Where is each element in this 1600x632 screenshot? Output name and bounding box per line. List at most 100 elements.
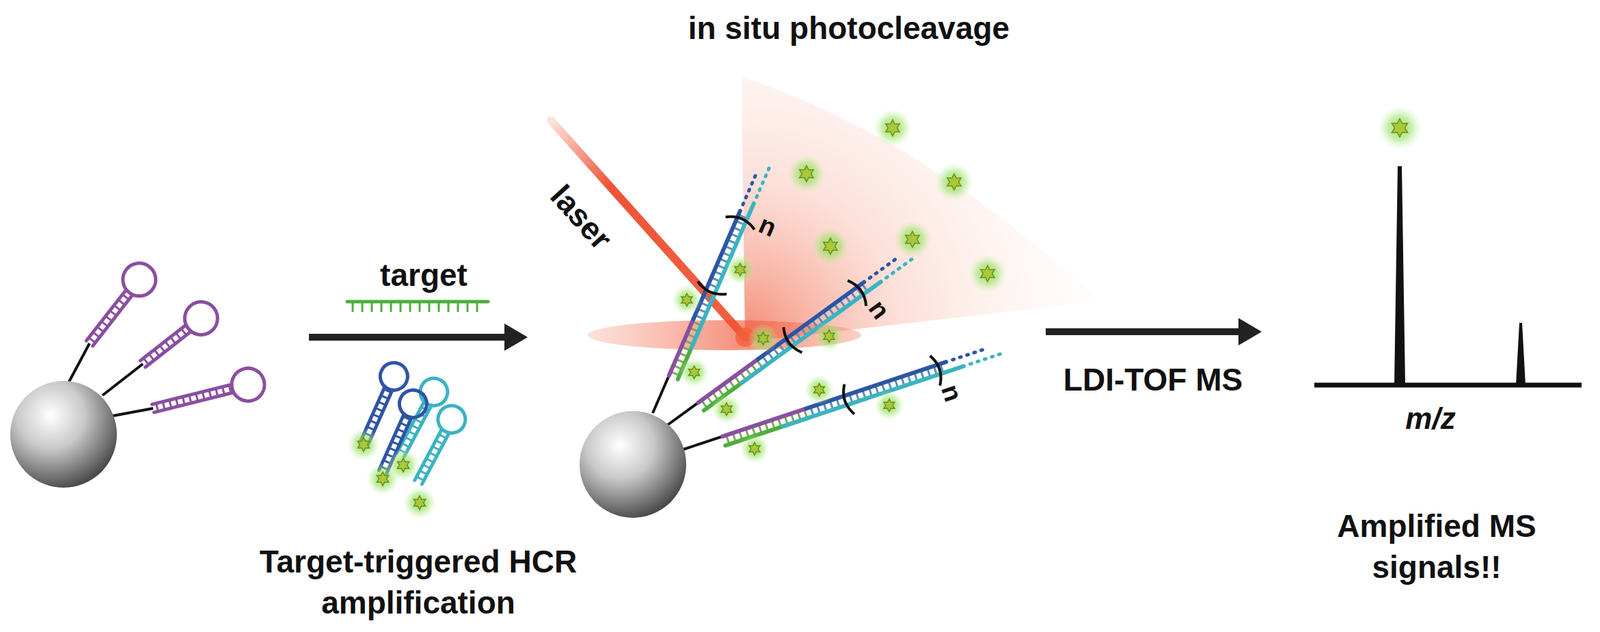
base-pair xyxy=(162,401,165,410)
base-pair xyxy=(209,389,212,398)
capture-hairpin xyxy=(76,256,162,354)
hairpin-loop xyxy=(395,385,432,422)
base-pair xyxy=(182,396,185,405)
target-base xyxy=(399,301,402,312)
base-pair xyxy=(169,399,172,409)
tag-star xyxy=(823,237,838,255)
tag-star xyxy=(357,437,370,452)
tag-star xyxy=(681,293,693,307)
base-pair xyxy=(391,441,400,445)
base-pair xyxy=(375,407,383,411)
fluorescent-tag xyxy=(679,356,710,387)
tag-glow xyxy=(679,356,710,387)
base-pair xyxy=(408,430,417,435)
fluorescent-tag xyxy=(787,154,826,193)
method-label: LDI-TOF MS xyxy=(1063,359,1243,401)
fluorescent-tag xyxy=(386,448,420,482)
base-pair xyxy=(143,358,149,365)
target-base xyxy=(457,301,460,312)
tag-glow xyxy=(403,485,437,519)
tag-star xyxy=(413,495,426,510)
repeat-bracket xyxy=(930,354,945,386)
base-pair xyxy=(401,442,410,447)
step-label: Target-triggered HCR amplification xyxy=(247,541,590,624)
base-pair xyxy=(414,418,423,424)
tag-star xyxy=(397,457,409,472)
target-base xyxy=(390,301,393,312)
tag-glow xyxy=(711,393,742,424)
target-base xyxy=(418,301,422,312)
process-title: in situ photocleavage xyxy=(688,8,1010,50)
base-pair xyxy=(377,401,386,405)
tag-star xyxy=(799,165,814,182)
released-tags xyxy=(787,108,1007,293)
tag-star xyxy=(980,265,995,282)
repeat-count: n xyxy=(932,380,970,406)
tag-glow xyxy=(874,390,905,421)
target-base xyxy=(428,301,431,312)
base-pair xyxy=(405,436,413,441)
result-label: Amplified MS signals!! xyxy=(1306,505,1567,588)
tag-glow xyxy=(1377,105,1422,150)
arrow-head xyxy=(504,323,528,351)
linker xyxy=(102,363,143,396)
tag-glow xyxy=(787,154,826,193)
tag-glow xyxy=(873,108,912,147)
target-base xyxy=(476,301,479,312)
base-pair xyxy=(189,395,192,404)
h2-continuation xyxy=(886,257,914,278)
h1-continuation xyxy=(742,175,756,205)
fluorescent-tag xyxy=(1377,105,1422,150)
base-pair xyxy=(114,304,121,310)
base-pair xyxy=(369,420,378,424)
target-base xyxy=(447,301,450,312)
base-pair xyxy=(397,428,405,432)
base-pair xyxy=(101,321,108,327)
base-pair xyxy=(419,470,428,475)
repeat-bracket xyxy=(725,212,757,230)
repeat-count: n xyxy=(753,207,782,246)
tag-star xyxy=(376,471,389,486)
arrow-shaft xyxy=(308,333,510,341)
stem-strand xyxy=(92,294,133,346)
axis-label: m/z xyxy=(1405,398,1456,438)
fluorescent-tag xyxy=(874,390,905,421)
tag-glow xyxy=(725,254,756,285)
base-pair xyxy=(196,392,199,402)
fluorescent-tag xyxy=(725,254,756,285)
hairpin-loop xyxy=(178,295,225,342)
base-pair xyxy=(380,395,389,399)
h2-continuation xyxy=(756,166,770,197)
tag-glow xyxy=(671,284,702,315)
stem-strand xyxy=(421,432,450,484)
target-base xyxy=(371,301,374,312)
hcr-hairpins xyxy=(347,358,471,519)
tag-star xyxy=(734,263,746,277)
tag-star xyxy=(814,383,825,397)
linker xyxy=(68,343,90,383)
target-base xyxy=(380,301,383,312)
hcr-duplex xyxy=(658,240,921,443)
base-pair xyxy=(429,452,437,457)
tag-glow xyxy=(934,162,974,201)
h1-continuation xyxy=(869,257,897,278)
fluorescent-tag xyxy=(893,220,932,259)
laser-label: laser xyxy=(541,176,621,259)
spectrum-axis xyxy=(1314,382,1582,388)
linker xyxy=(652,375,670,413)
base-pair xyxy=(148,353,154,360)
fluorescent-tag xyxy=(968,254,1007,293)
base-pair xyxy=(88,337,96,343)
tag-star xyxy=(721,402,732,416)
stem-strand xyxy=(403,405,432,457)
tag-glow xyxy=(347,427,381,461)
base-pair xyxy=(97,326,104,332)
h2-strand xyxy=(741,281,881,383)
tag-glow xyxy=(814,321,845,352)
spectrum-peak xyxy=(1515,322,1526,385)
tag-glow xyxy=(968,254,1007,293)
hairpin-loop xyxy=(375,358,413,395)
tag-star xyxy=(905,231,920,248)
hcr-product-group xyxy=(642,158,1008,469)
linker xyxy=(683,436,723,450)
